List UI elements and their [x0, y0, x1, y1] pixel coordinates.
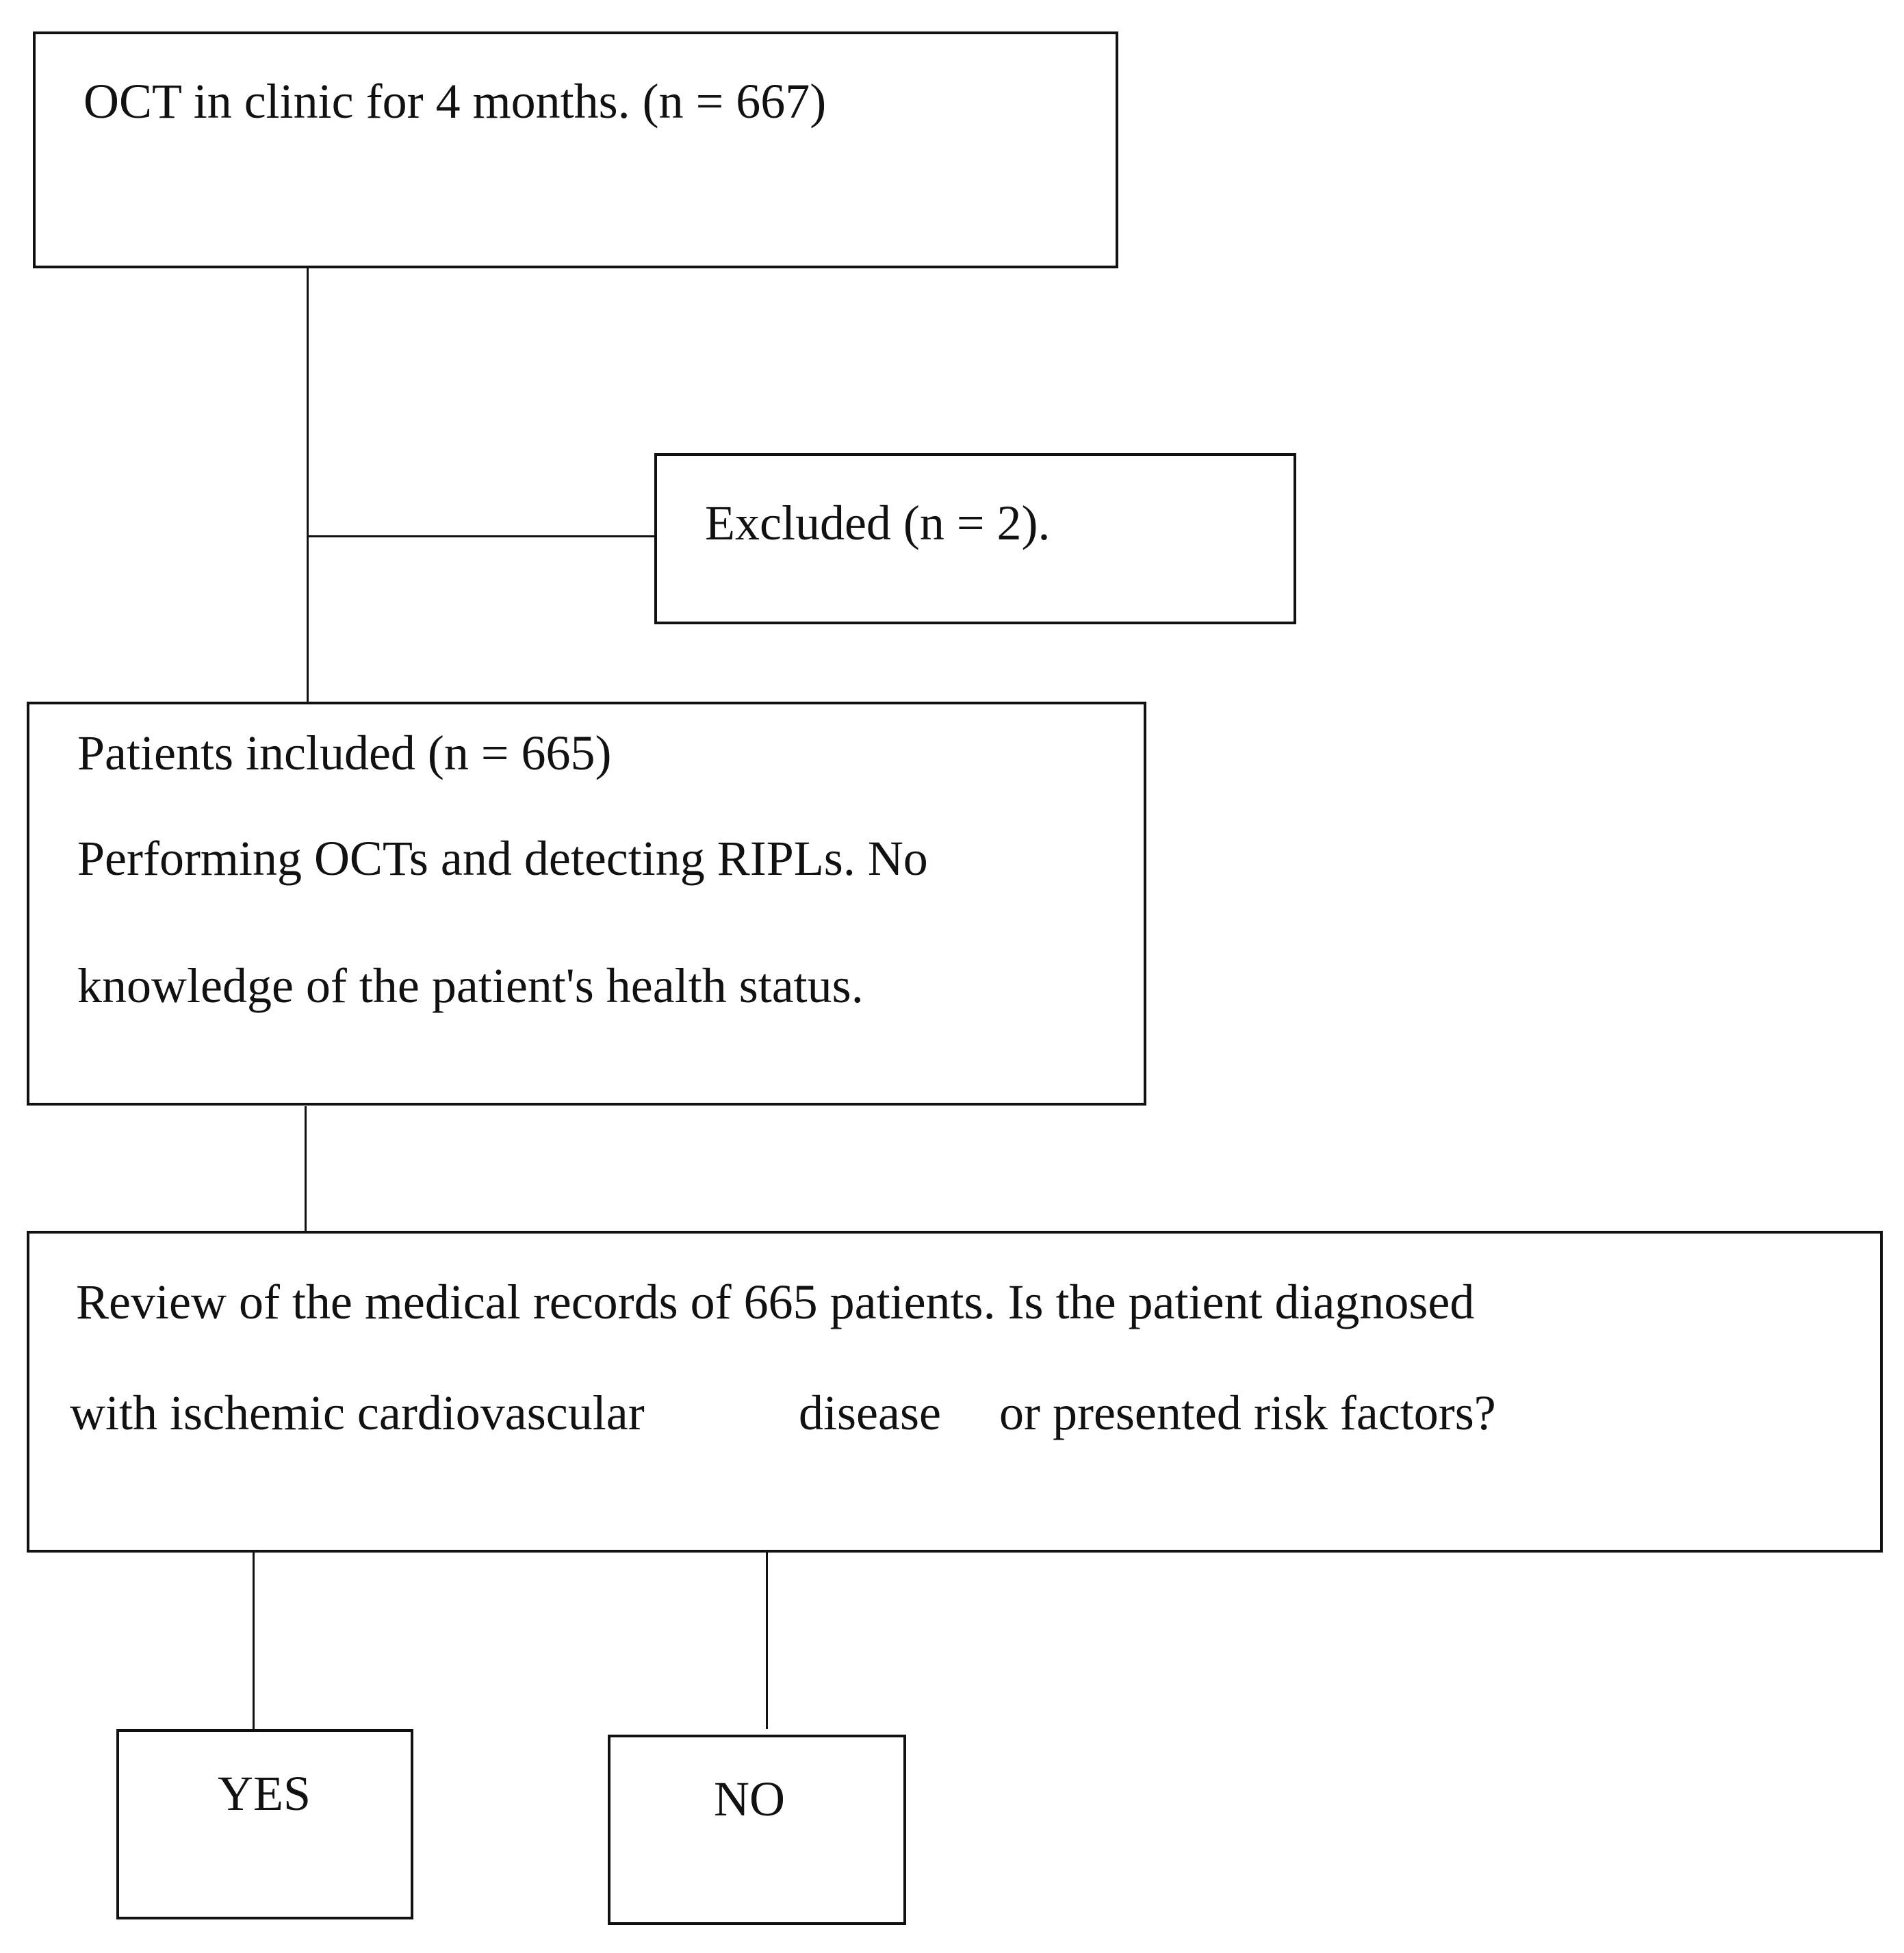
- excluded-box-label: Excluded (n = 2).: [705, 496, 1051, 550]
- connector-review-to-no: [766, 1543, 768, 1729]
- included-box-line3: knowledge of the patient's health status…: [77, 958, 864, 1013]
- yes-box-label: YES: [218, 1766, 311, 1821]
- included-box-line2: Performing OCTs and detecting RIPLs. No: [77, 831, 928, 886]
- start-box: [33, 31, 1118, 268]
- start-box-label: OCT in clinic for 4 months. (n = 667): [83, 74, 827, 129]
- excluded-box: [654, 453, 1296, 624]
- review-box-line2-part1: with ischemic cardiovascular: [70, 1386, 645, 1440]
- yes-box: [116, 1729, 413, 1919]
- review-box: [27, 1231, 1883, 1553]
- no-box-label: NO: [714, 1772, 785, 1826]
- review-box-line2-part3: or presented risk factors?: [999, 1386, 1496, 1440]
- connector-to-excluded: [307, 535, 654, 537]
- connector-included-to-review: [305, 1106, 307, 1231]
- included-box: [27, 702, 1146, 1106]
- included-box-line1: Patients included (n = 665): [77, 726, 612, 780]
- review-box-line1: Review of the medical records of 665 pat…: [76, 1275, 1475, 1329]
- connector-review-to-yes: [253, 1550, 255, 1731]
- no-box: [608, 1735, 906, 1925]
- connector-start-to-included: [307, 267, 309, 702]
- review-box-line2-part2: disease: [799, 1386, 941, 1440]
